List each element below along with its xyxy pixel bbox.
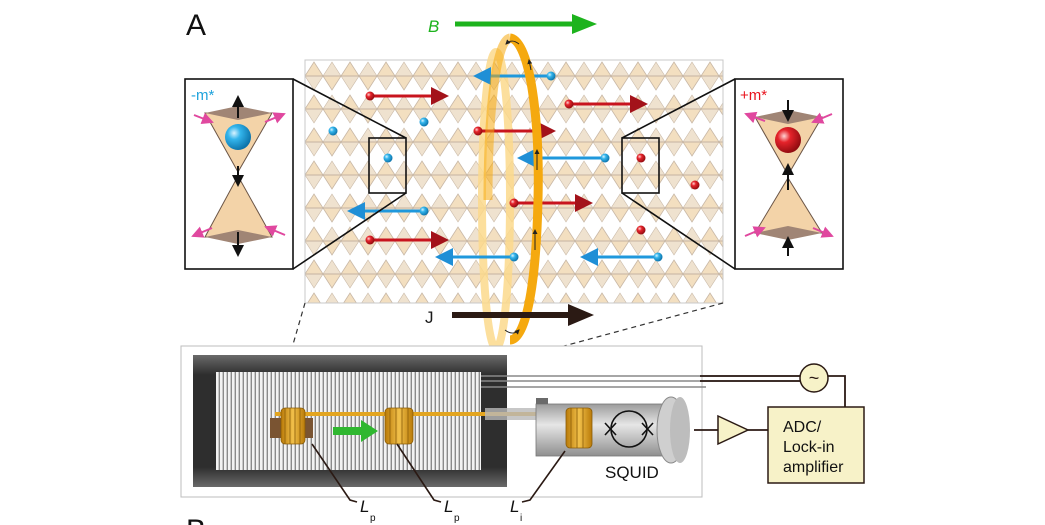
- crystal-lattice: [304, 59, 724, 304]
- svg-text:~: ~: [809, 368, 820, 388]
- hole: [365, 91, 375, 101]
- panel-a-label: A: [186, 9, 206, 42]
- electron: [419, 117, 429, 127]
- readout-wiring: [694, 375, 846, 431]
- svg-text:amplifier: amplifier: [783, 459, 844, 476]
- svg-text:i: i: [520, 513, 522, 524]
- svg-text:Lock-in: Lock-in: [783, 439, 835, 456]
- coil-label-2: L p: [444, 497, 460, 524]
- svg-text:L: L: [360, 497, 369, 516]
- zoom-connectors: [292, 78, 736, 270]
- electron: [653, 252, 663, 262]
- hole: [636, 153, 646, 163]
- squid-loop-icon: [604, 410, 654, 448]
- ac-source: ~: [799, 363, 829, 393]
- amplifier-icon: [717, 414, 750, 446]
- sample: [270, 418, 282, 438]
- field-label: B: [428, 17, 439, 36]
- electron: [328, 126, 338, 136]
- current-loop-front: [508, 33, 543, 345]
- hole: [473, 126, 483, 136]
- hole: [564, 99, 574, 109]
- pickup-coil-2: [384, 407, 414, 445]
- coil-leaders: [311, 443, 566, 503]
- electron: [419, 206, 429, 216]
- inset-positive-mass: +m*: [734, 78, 844, 270]
- carrier-arrows: [328, 67, 700, 266]
- hole-sphere: [775, 127, 801, 153]
- electron: [600, 153, 610, 163]
- hole: [690, 180, 700, 190]
- coil-label-1: L p: [360, 497, 376, 524]
- hole: [509, 198, 519, 208]
- current-label: J: [425, 308, 434, 327]
- field-arrow: [455, 14, 597, 34]
- electron: [546, 71, 556, 81]
- electron: [383, 153, 393, 163]
- svg-text:L: L: [444, 497, 453, 516]
- svg-text:p: p: [454, 513, 460, 524]
- current-arrow: [452, 304, 594, 326]
- electron-sphere: [225, 124, 251, 150]
- svg-text:p: p: [370, 513, 376, 524]
- hole: [365, 235, 375, 245]
- inset-right-label: +m*: [740, 87, 767, 104]
- coil-label-3: L i: [510, 497, 522, 524]
- input-coil: [565, 407, 593, 449]
- svg-text:L: L: [510, 497, 519, 516]
- hole: [636, 225, 646, 235]
- svg-text:ADC/: ADC/: [783, 419, 822, 436]
- inset-negative-mass: -m*: [184, 78, 294, 270]
- electron: [509, 252, 519, 262]
- squid-label: SQUID: [605, 463, 659, 482]
- loop-direction-arrows: [504, 39, 540, 335]
- sample-motion-arrow: [333, 420, 378, 442]
- pickup-coil-1: [280, 407, 306, 445]
- readout-box: ADC/ Lock-in amplifier: [767, 406, 865, 484]
- inset-left-label: -m*: [191, 87, 214, 104]
- panel-b-label: B: [186, 514, 206, 525]
- squid-housing: [535, 396, 690, 464]
- transformer-rod: [275, 412, 585, 416]
